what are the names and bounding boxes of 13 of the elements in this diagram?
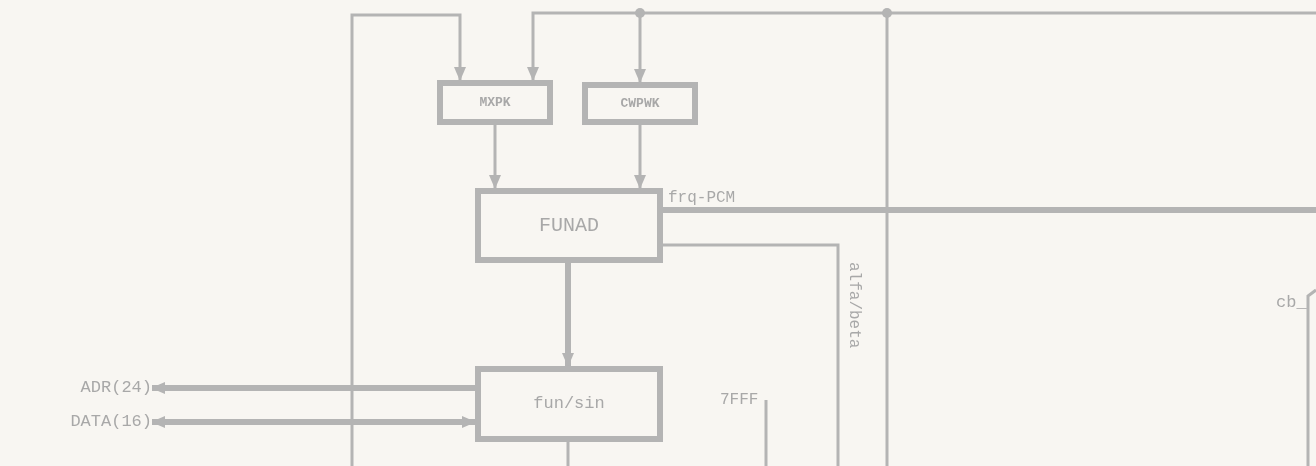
signal-label: cb_ [1276,292,1307,314]
connector-arrow [151,382,475,394]
connector-arrow [151,416,476,428]
edge-label: frq-PCM [668,190,736,206]
connector-arrow [350,13,466,466]
connector-arrow [489,125,501,189]
signal-label: 7FFF [720,390,759,411]
connector-arrow [634,125,646,189]
process-box: fun/sin [475,366,663,442]
process-box: CWPWK [582,82,698,125]
process-box: MXPK [437,80,553,125]
process-box: FUNAD [475,188,663,263]
connector-arrow [562,263,574,367]
